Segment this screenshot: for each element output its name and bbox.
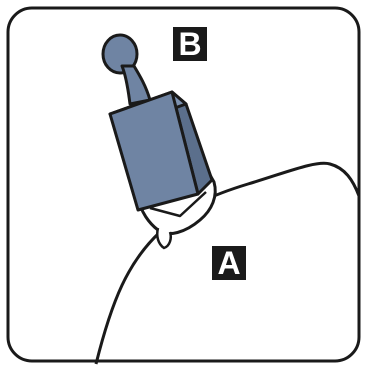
wearable-device-icon — [101, 33, 214, 212]
limb-outline — [94, 161, 361, 365]
label-b-callout: B — [173, 27, 207, 61]
strap-tab — [156, 227, 172, 250]
device-front — [108, 90, 200, 212]
strap-fold — [149, 191, 207, 218]
label-a-callout: A — [212, 246, 246, 280]
device-knob — [101, 33, 139, 75]
